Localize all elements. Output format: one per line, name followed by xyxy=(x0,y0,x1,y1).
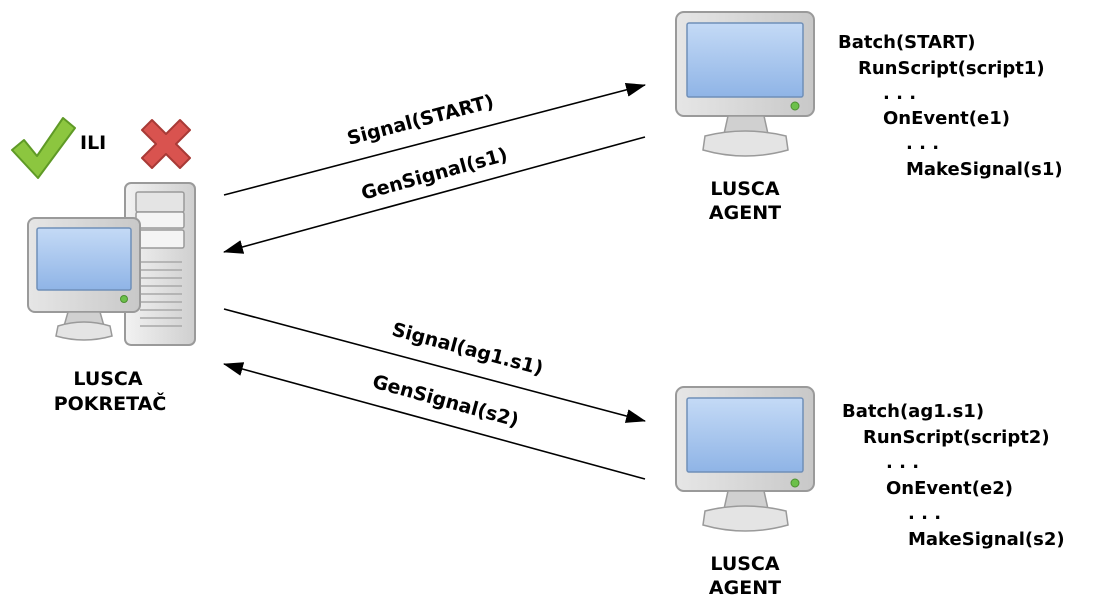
agent2-script-line: . . . xyxy=(886,452,919,473)
agent2-name-line2: AGENT xyxy=(709,577,781,599)
launcher-computer-icon xyxy=(27,182,196,346)
launcher-name-line2: POKRETAČ xyxy=(54,391,167,415)
agent2-computer-icon xyxy=(675,386,815,532)
agent1-script-line: . . . xyxy=(906,133,939,154)
status-separator-label: ILI xyxy=(80,132,106,154)
agent2-script-line: OnEvent(e2) xyxy=(886,478,1013,499)
check-icon xyxy=(11,117,76,179)
agent1-computer-icon xyxy=(675,11,815,157)
agent2-script-line: Batch(ag1.s1) xyxy=(842,401,984,422)
arrow-from-agent1 xyxy=(223,136,646,254)
arrow-from-agent2 xyxy=(223,362,646,480)
agent2-script-line: . . . xyxy=(908,503,941,524)
agent1-script-line: OnEvent(e1) xyxy=(883,108,1010,129)
agent2-name-line1: LUSCA xyxy=(710,553,779,575)
arrow-to-agent2 xyxy=(223,308,646,423)
arrow-to-agent1 xyxy=(223,83,646,196)
cross-icon xyxy=(141,119,191,169)
agent1-script-line: . . . xyxy=(883,83,916,104)
agent1-script-line: RunScript(script1) xyxy=(858,58,1045,79)
launcher-name-line1: LUSCA xyxy=(73,368,142,390)
arrow-label-gensignal-s1: GenSignal(s1) xyxy=(359,144,510,205)
arrow-label-gensignal-s2: GenSignal(s2) xyxy=(370,371,521,432)
agent2-script-line: RunScript(script2) xyxy=(863,427,1050,448)
arrow-label-signal-start: Signal(START) xyxy=(345,91,496,150)
arrow-label-signal-ag1-s1: Signal(ag1.s1) xyxy=(390,319,546,380)
agent2-script-line: MakeSignal(s2) xyxy=(908,529,1065,550)
agent1-name-line1: LUSCA xyxy=(710,178,779,200)
agent1-script-line: Batch(START) xyxy=(838,32,976,53)
agent1-script-line: MakeSignal(s1) xyxy=(906,159,1063,180)
agent2-script: Batch(ag1.s1) RunScript(script2) . . . O… xyxy=(842,401,1065,550)
agent1-script: Batch(START) RunScript(script1) . . . On… xyxy=(838,32,1063,180)
agent1-name-line2: AGENT xyxy=(709,202,781,224)
